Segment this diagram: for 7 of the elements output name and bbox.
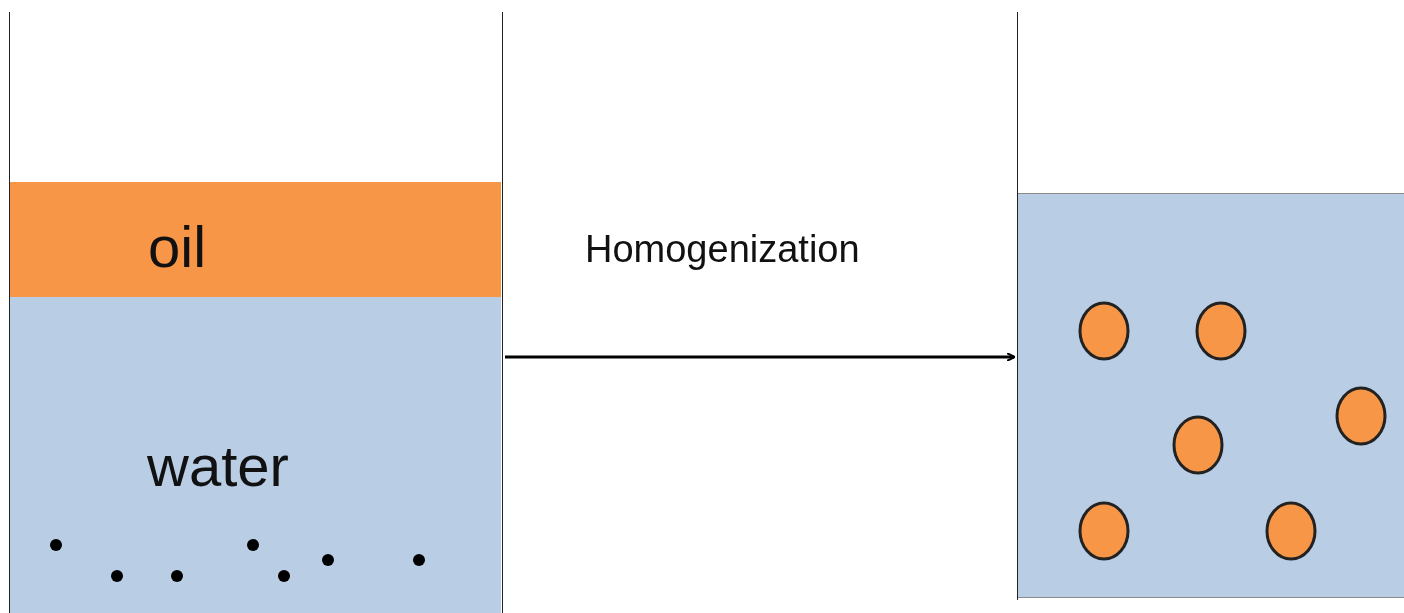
layer-label: water <box>147 437 289 495</box>
beaker <box>9 12 503 613</box>
arrow <box>505 352 1016 362</box>
oil-layer <box>10 182 501 297</box>
layer-label: oil <box>148 218 207 276</box>
beaker <box>1017 12 1404 600</box>
water-layer <box>10 297 501 613</box>
